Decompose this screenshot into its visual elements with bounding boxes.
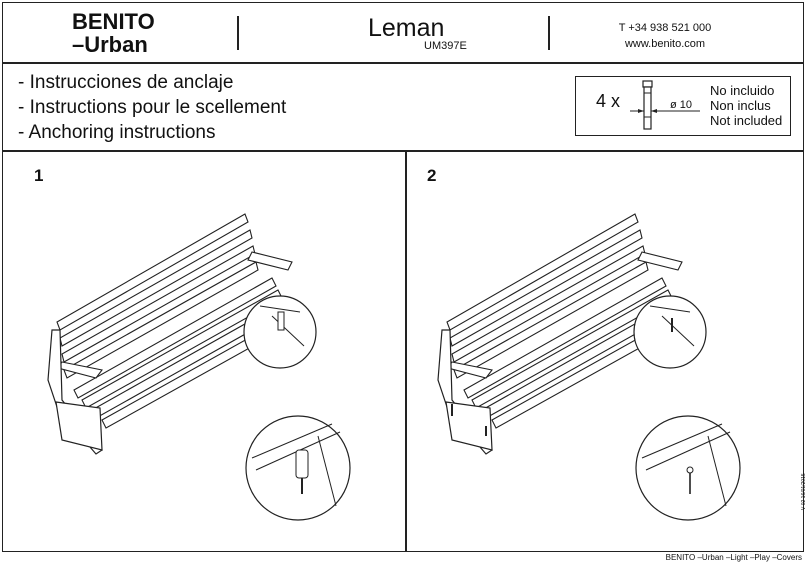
instruction-sheet bbox=[2, 2, 804, 552]
phone: T +34 938 521 000 bbox=[618, 22, 712, 34]
contact-info: T +34 938 521 000 www.benito.com bbox=[606, 20, 724, 52]
step-2-bench bbox=[437, 213, 741, 521]
brand-logo: BENITO –Urban bbox=[72, 10, 155, 56]
bolt-head-icon bbox=[686, 466, 694, 474]
section-rule bbox=[2, 150, 804, 152]
product-code: UM397E bbox=[424, 40, 467, 52]
version-label: V 02 16/01/2015 bbox=[801, 473, 807, 510]
step-2-number: 2 bbox=[427, 166, 437, 185]
note-fr: Non inclus bbox=[710, 98, 771, 113]
note-es: No incluido bbox=[710, 83, 775, 98]
instruction-titles: - Instrucciones de anclaje - Instruction… bbox=[18, 70, 286, 145]
drill-bit-icon bbox=[295, 449, 309, 479]
step-1-bench bbox=[47, 213, 351, 521]
detail-callout-small bbox=[633, 295, 707, 369]
anchor-bolt-icon bbox=[630, 80, 700, 130]
not-included-notes: No incluido Non inclus Not included bbox=[710, 83, 782, 128]
brand-line2: –Urban bbox=[72, 32, 148, 57]
fixing-count: 4 x bbox=[596, 91, 621, 111]
brand-line1: BENITO bbox=[72, 9, 155, 34]
title-en: - Anchoring instructions bbox=[18, 122, 216, 143]
note-en: Not included bbox=[710, 113, 783, 128]
fixing-legend: 4 x ø 10 No incluido Non inclus Not incl… bbox=[575, 76, 791, 136]
step-1-number: 1 bbox=[34, 166, 44, 185]
title-es: - Instrucciones de anclaje bbox=[18, 72, 234, 93]
title-fr: - Instructions pour le scellement bbox=[18, 97, 287, 118]
diameter-label: ø 10 bbox=[670, 99, 693, 111]
website: www.benito.com bbox=[624, 38, 706, 50]
detail-callout-small bbox=[243, 295, 317, 369]
header-divider bbox=[237, 16, 239, 50]
header-rule bbox=[2, 62, 804, 64]
step-divider bbox=[405, 151, 407, 551]
footer-brands: BENITO –Urban –Light –Play –Covers bbox=[665, 553, 802, 562]
header-divider bbox=[548, 16, 550, 50]
drill-icon bbox=[277, 311, 285, 331]
product-name: Leman bbox=[368, 14, 445, 42]
